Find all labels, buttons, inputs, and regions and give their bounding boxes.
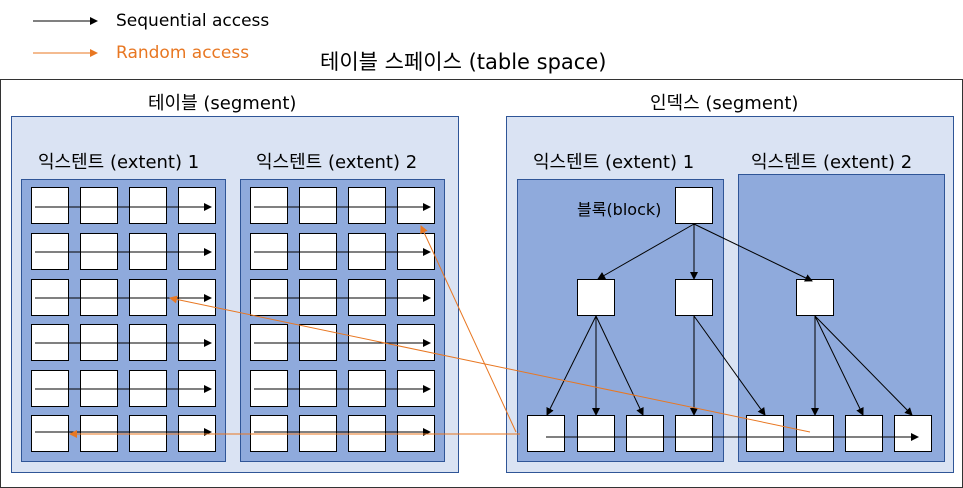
table-block: [80, 415, 118, 452]
table-block: [397, 187, 435, 224]
table-block: [299, 279, 337, 316]
table-block: [250, 415, 288, 452]
table-block: [299, 187, 337, 224]
table-block: [250, 324, 288, 361]
table-segment-title: 테이블 (segment): [148, 93, 297, 114]
index-leaf-block: [527, 415, 565, 452]
table-block: [348, 233, 386, 270]
index-root-block: [675, 187, 713, 224]
table-block: [31, 279, 69, 316]
table-block: [178, 370, 216, 407]
table-block: [397, 233, 435, 270]
table-block: [250, 233, 288, 270]
table-block: [129, 187, 167, 224]
table-extent2-title: 익스텐트 (extent) 2: [256, 152, 418, 173]
index-branch-block: [796, 279, 834, 316]
index-branch-block: [577, 279, 615, 316]
index-extent2-title: 익스텐트 (extent) 2: [751, 152, 913, 173]
index-leaf-block: [675, 415, 713, 452]
table-block: [80, 279, 118, 316]
table-block: [299, 233, 337, 270]
table-block: [250, 279, 288, 316]
table-block: [348, 279, 386, 316]
table-block: [250, 187, 288, 224]
table-block: [299, 370, 337, 407]
index-leaf-block: [626, 415, 664, 452]
legend-random-label: Random access: [116, 43, 250, 63]
table-block: [31, 187, 69, 224]
table-block: [129, 279, 167, 316]
table-block: [397, 324, 435, 361]
table-block: [397, 279, 435, 316]
table-block: [80, 324, 118, 361]
table-block: [299, 415, 337, 452]
table-block: [250, 370, 288, 407]
table-block: [178, 279, 216, 316]
index-segment-title: 인덱스 (segment): [650, 93, 799, 114]
index-leaf-block: [577, 415, 615, 452]
index-leaf-block: [845, 415, 883, 452]
table-block: [348, 415, 386, 452]
table-block: [31, 324, 69, 361]
table-block: [129, 370, 167, 407]
table-block: [178, 415, 216, 452]
table-block: [129, 324, 167, 361]
table-block: [397, 370, 435, 407]
table-block: [178, 324, 216, 361]
tablespace-title: 테이블 스페이스 (table space): [320, 50, 607, 74]
table-block: [178, 233, 216, 270]
table-block: [348, 370, 386, 407]
table-extent1-title: 익스텐트 (extent) 1: [38, 152, 200, 173]
index-branch-block: [675, 279, 713, 316]
index-leaf-block: [746, 415, 784, 452]
table-block: [31, 233, 69, 270]
block-label: 블록(block): [577, 200, 662, 219]
table-block: [299, 324, 337, 361]
index-leaf-block: [894, 415, 932, 452]
legend-sequential-label: Sequential access: [116, 11, 270, 31]
table-block: [80, 233, 118, 270]
table-block: [80, 370, 118, 407]
table-block: [31, 415, 69, 452]
table-block: [348, 187, 386, 224]
table-block: [129, 415, 167, 452]
table-block: [31, 370, 69, 407]
table-block: [80, 187, 118, 224]
index-leaf-block: [796, 415, 834, 452]
index-extent1-title: 익스텐트 (extent) 1: [533, 152, 695, 173]
table-block: [178, 187, 216, 224]
table-block: [397, 415, 435, 452]
table-block: [129, 233, 167, 270]
table-block: [348, 324, 386, 361]
